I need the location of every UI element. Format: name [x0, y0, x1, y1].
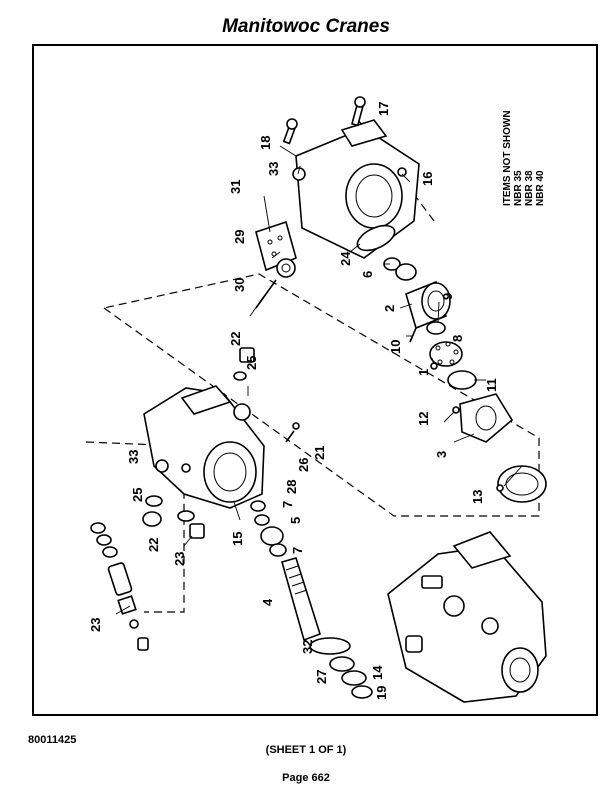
pin-6b	[395, 263, 417, 281]
callout-27: 27	[314, 670, 329, 684]
callout-31: 31	[228, 180, 243, 194]
callout-13: 13	[470, 490, 485, 504]
main-pump-housing	[143, 385, 265, 509]
callout-4: 4	[260, 598, 275, 606]
items-not-shown-item-2: NBR 38	[524, 170, 535, 206]
callout-30: 30	[232, 278, 247, 292]
o-ring-24	[356, 224, 396, 252]
items-not-shown-note: ITEMS NOT SHOWN NBR 35 NBR 38 NBR 40	[502, 110, 546, 206]
bolt-18	[282, 118, 298, 145]
valve-plate-13	[496, 465, 547, 503]
items-not-shown-item-3: NBR 40	[535, 170, 546, 206]
callout-10: 10	[388, 340, 403, 354]
callout-23a: 23	[172, 552, 187, 566]
callout-1: 1	[416, 369, 431, 376]
retainer-plate-8	[429, 341, 463, 367]
callout-14: 14	[370, 665, 385, 680]
relief-valve-23	[90, 522, 149, 651]
document-number: 80011425	[28, 734, 77, 746]
plug-22-upper	[233, 347, 255, 381]
callout-25b: 25	[130, 488, 145, 502]
items-not-shown-item-1: NBR 35	[513, 170, 524, 206]
page-title: Manitowoc Cranes	[222, 16, 390, 37]
callout-15: 15	[230, 532, 245, 546]
seal-27	[329, 656, 355, 672]
callout-7a: 7	[280, 501, 295, 508]
assembled-pump	[387, 531, 547, 703]
callout-23b: 23	[88, 618, 103, 632]
screw-26	[285, 430, 295, 443]
callout-32: 32	[300, 640, 315, 654]
items-not-shown-heading: ITEMS NOT SHOWN	[502, 110, 513, 206]
ring-19	[351, 685, 373, 699]
end-cap-housing	[292, 119, 420, 259]
page-number: Page 662	[282, 772, 330, 784]
callout-25a: 25	[244, 356, 259, 370]
callout-8: 8	[450, 335, 465, 342]
callout-12: 12	[416, 412, 431, 426]
fitting-21	[292, 422, 300, 430]
callout-6: 6	[360, 271, 375, 278]
callout-26: 26	[296, 458, 311, 472]
callout-17: 17	[376, 102, 391, 116]
callout-19: 19	[374, 686, 389, 700]
callout-33b: 33	[126, 450, 141, 464]
washer-11	[447, 370, 477, 390]
pin-10	[409, 327, 417, 343]
callout-22a: 22	[228, 332, 243, 346]
callout-9: 9	[440, 293, 455, 300]
callout-3: 3	[434, 451, 449, 458]
bearing-5	[260, 526, 284, 546]
callout-7b: 7	[290, 547, 305, 554]
ring-7-upper	[254, 514, 270, 526]
callout-24: 24	[338, 251, 353, 266]
drive-shaft-4	[281, 557, 321, 642]
sheet-indicator: (SHEET 1 OF 1)	[265, 744, 347, 756]
seal-stack-left	[142, 495, 205, 539]
bushing-9	[426, 321, 446, 335]
diagram-frame: 1 2 3 4 5 6 7 7 8 9 10 11 12 13 14 15 16…	[32, 44, 598, 716]
callout-5: 5	[288, 517, 303, 524]
swashplate	[459, 393, 514, 443]
exploded-parts-diagram: 1 2 3 4 5 6 7 7 8 9 10 11 12 13 14 15 16…	[85, 96, 547, 703]
seal-14	[341, 670, 367, 686]
o-ring-32	[309, 637, 351, 655]
callout-11: 11	[484, 378, 499, 392]
callout-18: 18	[258, 136, 273, 150]
bolt-17	[351, 96, 366, 127]
callout-28: 28	[284, 480, 299, 494]
control-valve	[255, 220, 297, 278]
callout-29: 29	[232, 230, 247, 244]
callout-16: 16	[420, 172, 435, 186]
ring-7-lower	[269, 543, 287, 557]
snap-ring-28	[250, 500, 266, 512]
callout-33a: 33	[266, 162, 281, 176]
cylinder-block-2	[405, 280, 451, 330]
callout-22b: 22	[146, 538, 161, 552]
callout-2: 2	[382, 305, 397, 312]
callout-21: 21	[312, 446, 327, 460]
pin-12	[452, 406, 460, 414]
